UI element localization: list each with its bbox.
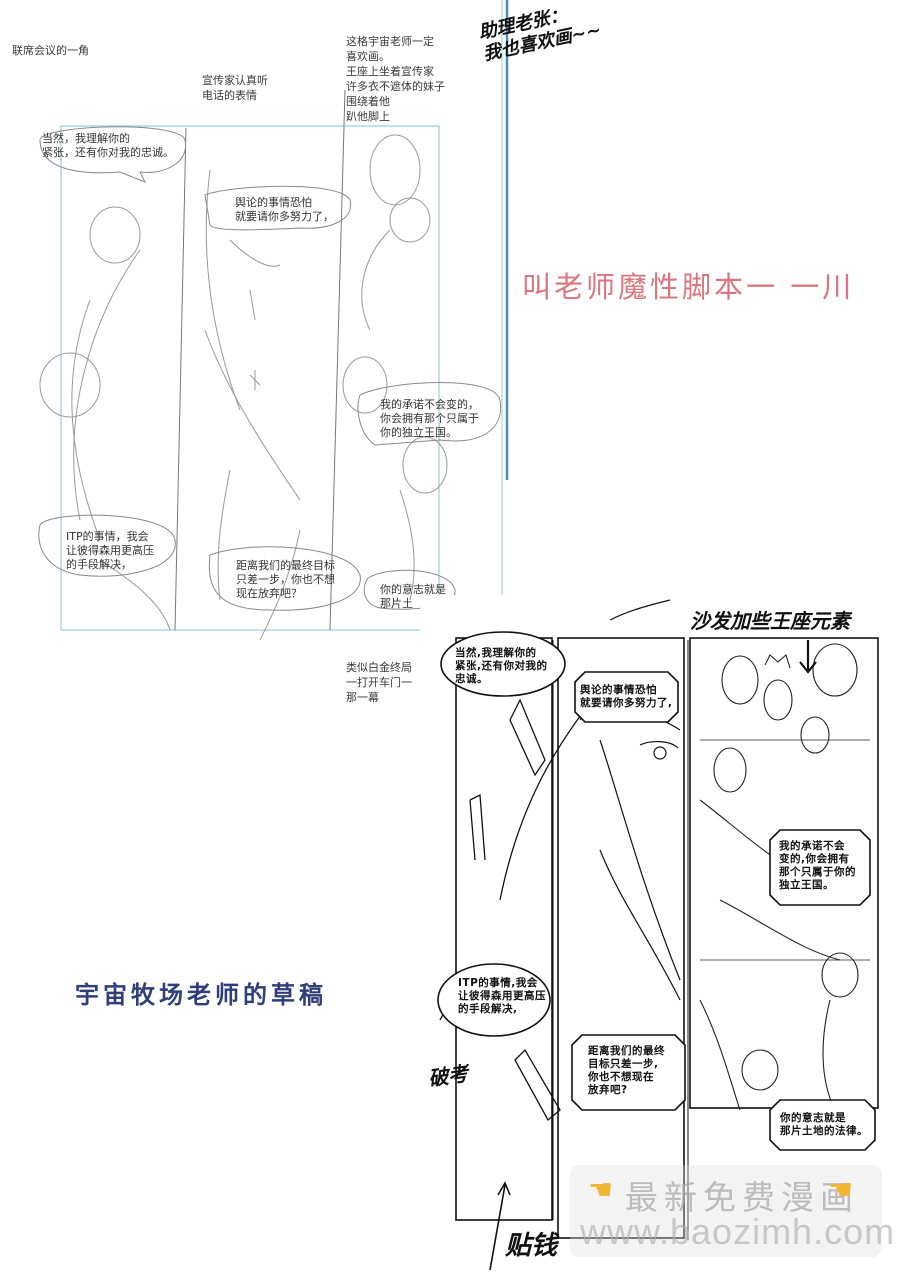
final-bubble-3: 我的承诺不会 变的,你会拥有 那个只属于你的 独立王国。	[779, 840, 856, 891]
final-bubble-2: 舆论的事情恐怕 就要请你多努力了,	[580, 684, 673, 709]
final-bubble-1: 当然,我理解你的 紧张,还有你对我的 忠诚。	[455, 647, 548, 685]
pointing-hand-icon: ☚	[588, 1173, 614, 1206]
rough-bubble-5: 距离我们的最终目标 只差一步，你也不想 现在放弃吧？	[236, 559, 335, 600]
watermark-banner: ☚ 最新免费漫画 ☚ www.baozimh.com	[570, 1165, 894, 1257]
rough-bubble-2: 舆论的事情恐怕 就要请你多努力了，	[235, 196, 334, 223]
rough-bubble-6: 你的意志就是 那片土	[380, 583, 446, 610]
margin-note-1: 破考	[426, 1061, 470, 1091]
final-bubble-5: 距离我们的最终 目标只差一步, 你也不想现在 放弃吧?	[588, 1045, 665, 1096]
watermark-url: www.baozimh.com	[580, 1211, 896, 1252]
panel2-note: 宣传家认真听 电话的表情	[202, 74, 268, 102]
rough-bubble-4: ITP的事情，我会 让彼得森用更高压 的手段解决，	[66, 530, 154, 571]
pointing-hand-icon: ☚	[828, 1173, 854, 1206]
final-bubble-4: ITP的事情,我会 让彼得森用更高压 的手段解决,	[458, 977, 546, 1015]
margin-note-2: 贴钱	[505, 1231, 558, 1261]
blue-caption: 宇宙牧场老师的草稿	[75, 981, 327, 1009]
final-bubble-6: 你的意志就是 那片土地的法律。	[780, 1112, 868, 1137]
scene-note: 联席会议的一角	[12, 44, 89, 57]
panel3-note: 这格宇宙老师一定 喜欢画。 王座上坐着宣传家 许多衣不遮体的妹子 围绕着他 趴他…	[346, 35, 445, 123]
rough-bubble-3: 我的承诺不会变的， 你会拥有那个只属于 你的独立王国。	[380, 398, 479, 439]
pink-title: 叫老师魔性脚本一 一川	[522, 270, 855, 304]
rough-bubble-1: 当然，我理解你的 紧张，还有你对我的忠诚。	[42, 132, 174, 159]
final-top-note: 沙发加些王座元素	[690, 609, 850, 633]
ending-note: 类似白金终局 一打开车门一 那一幕	[346, 661, 412, 704]
watermark-text: 最新免费漫画	[625, 1178, 859, 1217]
